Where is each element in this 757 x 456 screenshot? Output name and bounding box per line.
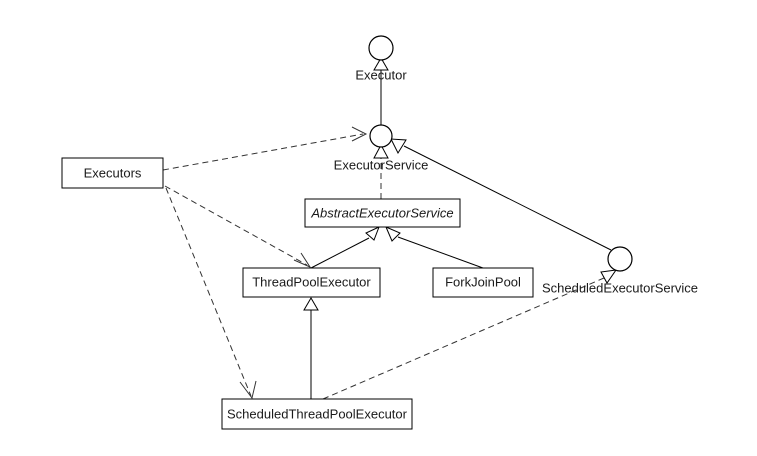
interface-label-executor-service: ExecutorService bbox=[334, 157, 429, 172]
edge-executors-uses-executorservice bbox=[162, 126, 368, 171]
interface-node-executor[interactable]: Executor bbox=[355, 35, 407, 82]
interface-circle-icon bbox=[369, 124, 393, 148]
edge-line bbox=[165, 187, 252, 397]
edge-line bbox=[322, 277, 605, 400]
edge-abstractexecutorservice-implements-executorservice bbox=[373, 143, 389, 199]
generalization-arrowhead-icon bbox=[385, 226, 401, 242]
class-label-thread-pool-executor: ThreadPoolExecutor bbox=[252, 274, 371, 289]
edge-executors-creates-scheduledthreadpoolexecutor bbox=[165, 187, 257, 400]
edge-executorservice-extends-executor bbox=[373, 57, 389, 125]
dependency-arrowhead-icon bbox=[239, 380, 257, 400]
edge-executors-creates-threadpoolexecutor bbox=[164, 185, 312, 269]
generalization-arrowhead-icon bbox=[303, 297, 319, 311]
interface-circle-icon bbox=[368, 35, 394, 61]
generalization-arrowhead-icon bbox=[373, 57, 389, 71]
generalization-arrowhead-icon bbox=[390, 138, 407, 155]
edge-forkjoinpool-extends-abstractexecutorservice bbox=[385, 226, 484, 269]
edge-scheduledexecutorservice-extends-executorservice bbox=[390, 138, 612, 251]
edge-scheduledthreadpoolexecutor-extends-threadpoolexecutor bbox=[303, 297, 319, 399]
generalization-arrowhead-icon bbox=[365, 226, 380, 241]
interface-node-scheduled-executor-service[interactable]: ScheduledExecutorService bbox=[542, 246, 698, 295]
class-label-executors: Executors bbox=[84, 165, 142, 180]
interface-label-executor: Executor bbox=[355, 67, 407, 82]
class-box bbox=[304, 198, 461, 228]
class-box bbox=[432, 267, 534, 298]
realization-arrowhead-icon bbox=[600, 269, 618, 284]
edge-line bbox=[310, 237, 370, 269]
edge-line bbox=[397, 236, 484, 269]
dependency-arrowhead-icon bbox=[293, 252, 312, 269]
class-node-abstract-executor-service[interactable]: AbstractExecutorService bbox=[304, 198, 461, 228]
class-box bbox=[242, 267, 381, 298]
interface-circle-icon bbox=[607, 246, 633, 272]
class-label-abstract-executor-service: AbstractExecutorService bbox=[310, 205, 453, 220]
class-node-scheduled-thread-pool-executor[interactable]: ScheduledThreadPoolExecutor bbox=[221, 398, 413, 430]
edge-scheduledthreadpoolexecutor-implements-scheduledexecutorservice bbox=[322, 269, 618, 400]
edge-line bbox=[164, 185, 308, 266]
edge-line bbox=[162, 133, 364, 171]
class-label-fork-join-pool: ForkJoinPool bbox=[445, 274, 521, 289]
interface-label-scheduled-executor-service: ScheduledExecutorService bbox=[542, 280, 698, 295]
class-label-scheduled-thread-pool-executor: ScheduledThreadPoolExecutor bbox=[227, 406, 408, 421]
realization-arrowhead-icon bbox=[373, 143, 389, 159]
interface-node-executor-service[interactable]: ExecutorService bbox=[334, 124, 429, 172]
class-box bbox=[61, 157, 164, 189]
dependency-arrowhead-icon bbox=[351, 126, 368, 142]
class-node-fork-join-pool[interactable]: ForkJoinPool bbox=[432, 267, 534, 298]
class-node-thread-pool-executor[interactable]: ThreadPoolExecutor bbox=[242, 267, 381, 298]
edge-threadpoolexecutor-extends-abstractexecutorservice bbox=[310, 226, 380, 269]
class-node-executors[interactable]: Executors bbox=[61, 157, 164, 189]
class-box bbox=[221, 398, 413, 430]
edge-line bbox=[403, 145, 612, 251]
